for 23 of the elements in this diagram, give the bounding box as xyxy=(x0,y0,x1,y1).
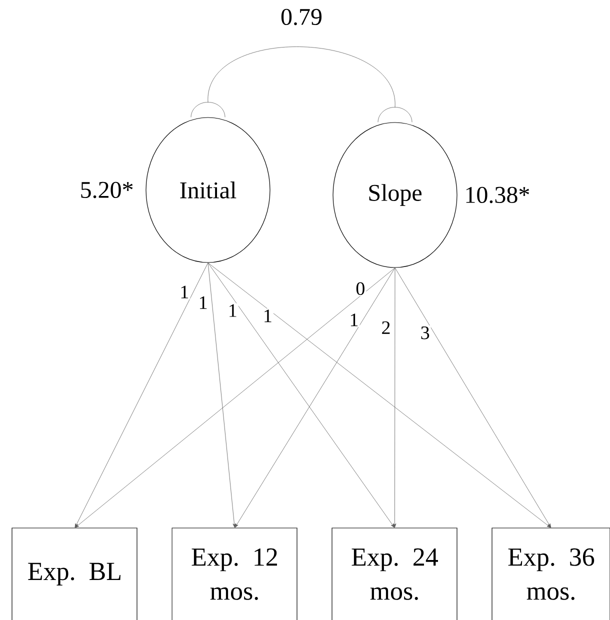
observed-box: Exp. 24 mos. xyxy=(332,528,458,620)
arrow xyxy=(234,268,396,528)
arrow xyxy=(208,262,551,528)
arrow xyxy=(393,268,396,528)
arrow xyxy=(208,262,236,528)
observed-box: Exp. 36 mos. xyxy=(492,528,610,620)
arrow xyxy=(208,262,395,528)
edge-label: 1 xyxy=(226,303,238,318)
edge-label: 2 xyxy=(380,320,392,335)
arrow xyxy=(394,268,552,528)
variance-label: 5.20* xyxy=(81,182,133,198)
arrow xyxy=(74,262,208,528)
edge-label: 1 xyxy=(262,308,274,324)
edge-label: 0.79 xyxy=(280,8,324,26)
observed-box: Exp. 12 mos. xyxy=(172,528,298,620)
edge-label: 1 xyxy=(178,284,190,300)
edge-label: 3 xyxy=(419,325,431,340)
variance-label: 10.38* xyxy=(466,186,530,204)
edge-label: 1 xyxy=(197,295,209,310)
observed-box: Exp. BL xyxy=(12,528,138,620)
edge-label: 0 xyxy=(354,281,366,296)
edge-label: 1 xyxy=(348,312,360,328)
arrow xyxy=(74,268,396,528)
